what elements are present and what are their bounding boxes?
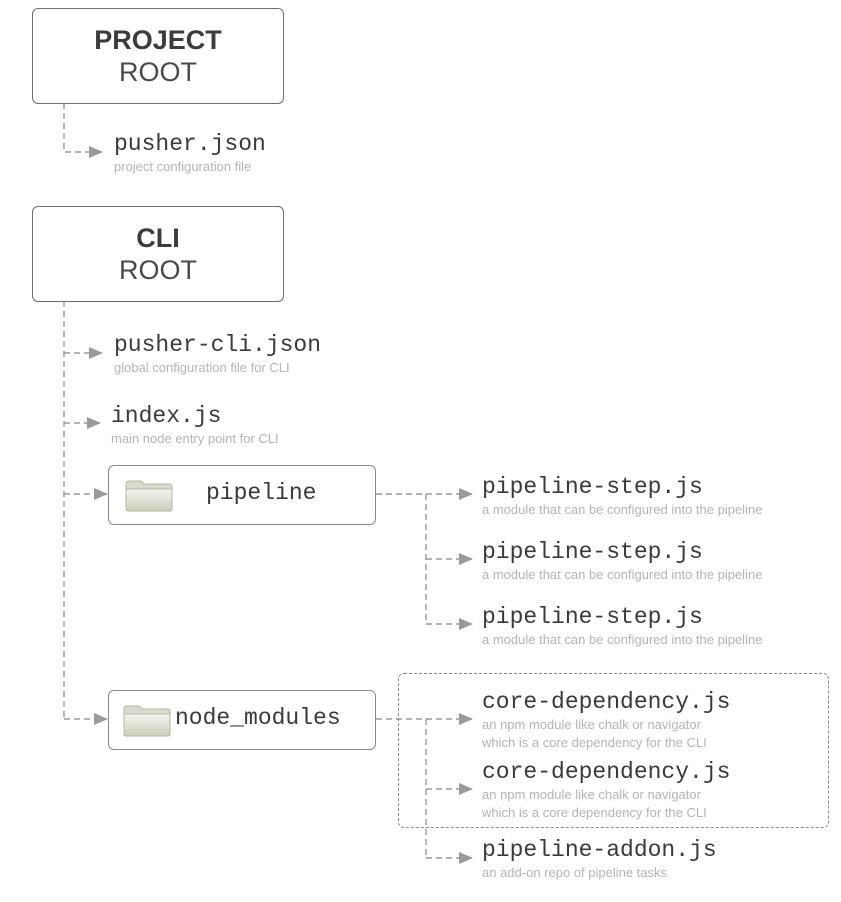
cli-root-title: CLI — [136, 223, 180, 253]
file-description: an npm module like chalk or navigator — [482, 787, 701, 802]
file-description: a module that can be configured into the… — [482, 632, 763, 647]
core-dependencies-group — [398, 673, 829, 828]
file-name: pipeline-step.js — [482, 604, 703, 630]
file-name: core-dependency.js — [482, 759, 731, 785]
connector-pipeline-trunk — [376, 493, 427, 624]
file-description: an npm module like chalk or navigator — [482, 717, 701, 732]
file-pipeline-step-2: pipeline-step.js a module that can be co… — [482, 539, 762, 584]
file-name: core-dependency.js — [482, 689, 731, 715]
cli-root-subtitle: ROOT — [119, 255, 197, 285]
file-name: pusher.json — [114, 131, 266, 157]
file-name: pipeline-step.js — [482, 539, 703, 565]
file-index-js: index.js main node entry point for CLI — [111, 403, 279, 448]
file-pipeline-addon: pipeline-addon.js an add-on repo of pipe… — [482, 837, 717, 882]
folder-icon — [125, 480, 173, 512]
file-name: pusher-cli.json — [114, 332, 322, 358]
project-root-box: PROJECT ROOT — [32, 8, 284, 104]
file-name: pipeline-step.js — [482, 474, 703, 500]
folder-node-modules: node_modules — [108, 690, 376, 750]
cli-root-box: CLI ROOT — [32, 206, 284, 302]
file-description: main node entry point for CLI — [111, 431, 279, 446]
file-pusher-cli-json: pusher-cli.json global configuration fil… — [114, 332, 321, 377]
file-description: project configuration file — [114, 159, 252, 174]
folder-pipeline: pipeline — [108, 465, 376, 525]
file-description: an add-on repo of pipeline tasks — [482, 865, 668, 880]
project-root-subtitle: ROOT — [119, 57, 197, 87]
connector-project-root — [63, 103, 103, 158]
file-description: a module that can be configured into the… — [482, 502, 763, 517]
file-description: which is a core dependency for the CLI — [482, 735, 707, 750]
file-pipeline-step-1: pipeline-step.js a module that can be co… — [482, 474, 762, 519]
file-description: a module that can be configured into the… — [482, 567, 763, 582]
folder-label: node_modules — [175, 705, 341, 731]
file-description: which is a core dependency for the CLI — [482, 805, 707, 820]
folder-icon — [123, 705, 171, 737]
file-name: index.js — [111, 403, 222, 429]
file-pusher-json: pusher.json project configuration file — [114, 131, 266, 176]
file-pipeline-step-3: pipeline-step.js a module that can be co… — [482, 604, 762, 649]
file-core-dependency-2: core-dependency.js an npm module like ch… — [482, 759, 730, 822]
folder-label: pipeline — [206, 480, 317, 506]
file-core-dependency-1: core-dependency.js an npm module like ch… — [482, 689, 730, 752]
file-description: global configuration file for CLI — [114, 360, 290, 375]
file-name: pipeline-addon.js — [482, 837, 717, 863]
project-root-title: PROJECT — [94, 25, 222, 55]
